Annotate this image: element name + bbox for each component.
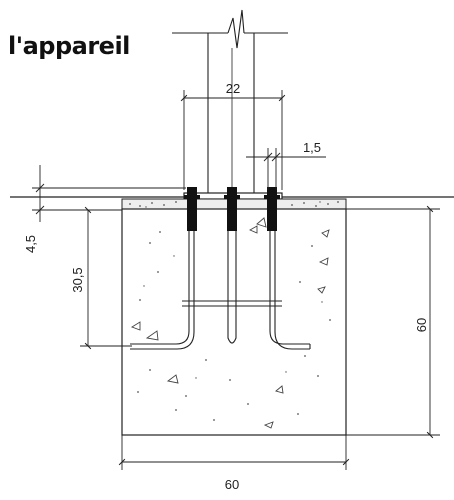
dim-footing-width-label: 60 bbox=[225, 477, 239, 492]
dim-grout-depth bbox=[32, 165, 186, 222]
dim-grout-depth-label: 4,5 bbox=[23, 235, 38, 253]
dim-footing-height-label: 60 bbox=[414, 318, 429, 332]
anchor-bolt-center bbox=[224, 187, 240, 344]
drawing-heading: l'appareil bbox=[8, 32, 130, 60]
concrete-footing bbox=[121, 208, 347, 436]
concrete-hatching bbox=[130, 217, 330, 429]
dim-footing-height bbox=[346, 205, 440, 439]
concrete-dots bbox=[137, 231, 331, 421]
anchor-bolt-left bbox=[130, 187, 200, 350]
anchor-tie-bar bbox=[182, 300, 282, 307]
dim-footing-width bbox=[118, 435, 350, 470]
dim-anchor-depth bbox=[80, 206, 132, 350]
dim-anchor-depth-label: 30,5 bbox=[70, 267, 85, 292]
dim-bolt-offset bbox=[246, 148, 326, 190]
dim-bolt-offset-label: 1,5 bbox=[303, 140, 321, 155]
dim-column-width-label: 22 bbox=[226, 81, 240, 96]
dim-column-width bbox=[180, 90, 286, 190]
steel-column bbox=[172, 9, 288, 195]
anchor-bolt-right bbox=[264, 187, 311, 350]
